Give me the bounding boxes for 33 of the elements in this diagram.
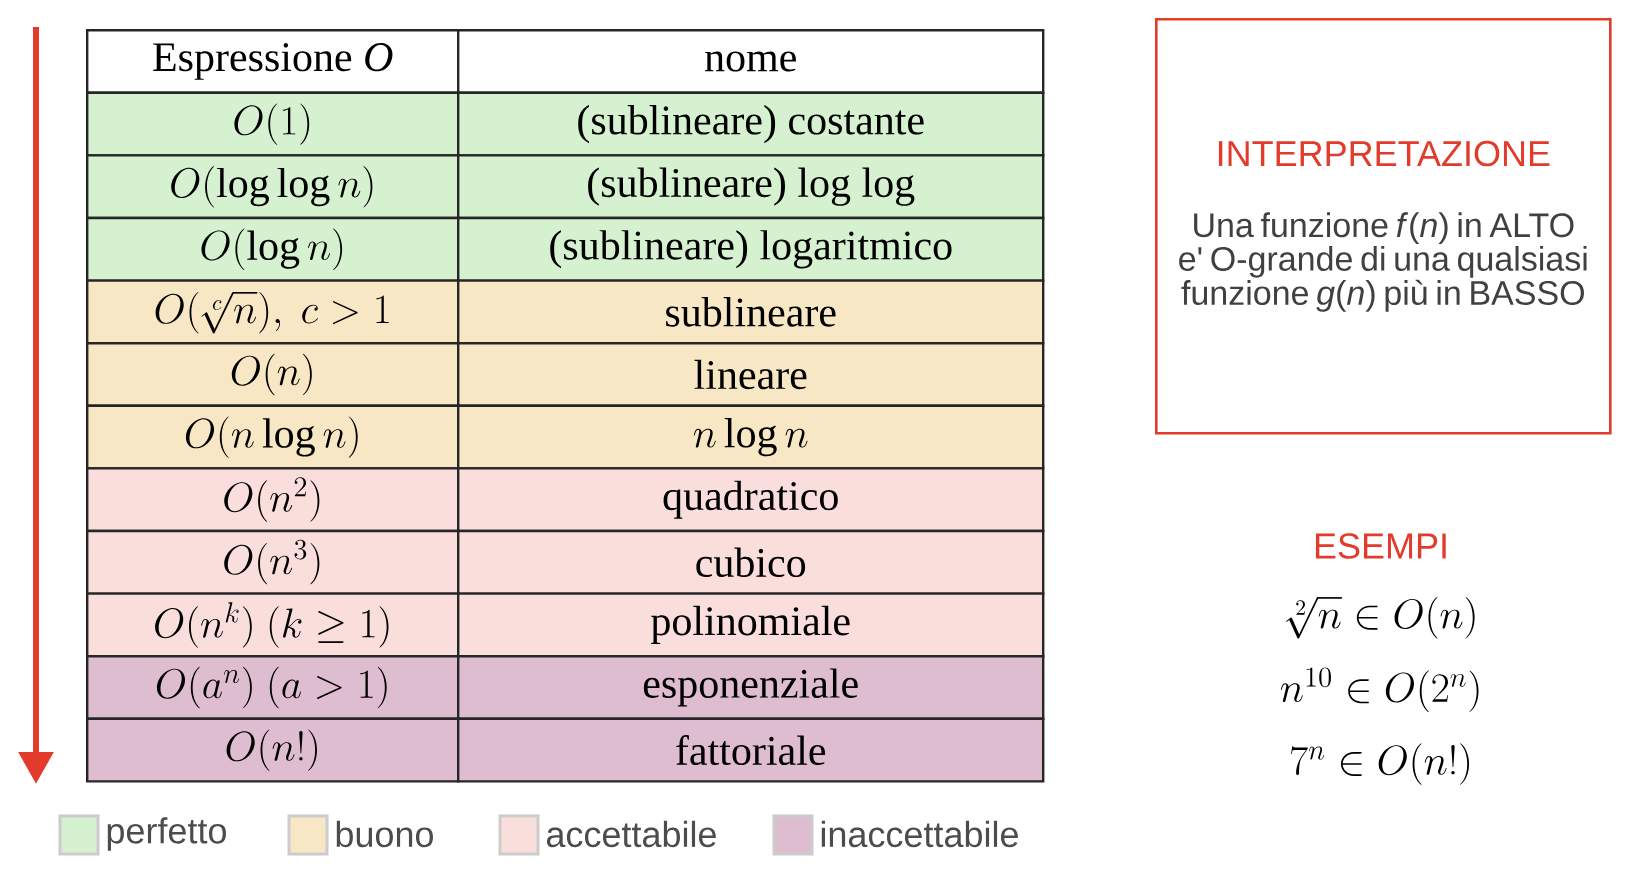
table-cell: $O(1)$	[86, 91, 460, 157]
example-formula: $n^{10}\in O(2^n)$	[1280, 667, 1479, 712]
table-cell: $O(n\log n)$	[86, 404, 460, 470]
table-cell: $O(n^3)$	[86, 529, 460, 595]
table-cell: lineare	[457, 342, 1045, 407]
table-cell: $O(n!)$	[86, 717, 460, 783]
table-cell: $O(\log n)$	[86, 216, 460, 282]
table-cell: nome	[457, 29, 1045, 94]
legend-label: inaccettabile	[821, 820, 1018, 848]
table-cell: $O(n^2)$	[86, 467, 460, 533]
table-cell: quadratico	[457, 467, 1045, 533]
section-heading: ESEMPI	[1315, 533, 1446, 559]
table-cell: sublineare	[457, 279, 1045, 345]
table-cell: (sublineare) costante	[457, 91, 1045, 157]
table-cell: $O(n)$	[86, 342, 460, 407]
table-cell: $O(\log\log n)$	[86, 154, 460, 220]
table-cell: polinomiale	[457, 592, 1045, 658]
table-cell: $O(\sqrt[c]{n}),\ c>1$	[86, 279, 460, 345]
table-cell: $O(n^k)\ (k\geq 1)$	[86, 592, 460, 658]
example-formula: $\sqrt[2]{n}\in O(n)$	[1286, 597, 1475, 639]
table-cell: fattoriale	[457, 717, 1045, 783]
table-cell: $O(a^n)\ (a>1)$	[86, 655, 460, 720]
legend-label: perfetto	[107, 817, 226, 851]
table-cell: (sublineare) logaritmico	[457, 216, 1045, 282]
table-cell: (sublineare) log log	[457, 154, 1045, 220]
table-cell: Espressione O	[86, 29, 460, 94]
legend-label: buono	[336, 820, 433, 848]
interpretation-box: INTERPRETAZIONE Una funzione f(n) in ALTO e' O-grande di una qualsiasi funzione g(n) più in BASSO	[1155, 18, 1612, 435]
table-cell: $n\log n$	[457, 404, 1045, 470]
table-cell: cubico	[457, 529, 1045, 595]
legend-label: accettabile	[546, 820, 716, 848]
example-formula: $7^n\in O(n!)$	[1291, 743, 1470, 785]
table-cell: esponenziale	[457, 655, 1045, 720]
